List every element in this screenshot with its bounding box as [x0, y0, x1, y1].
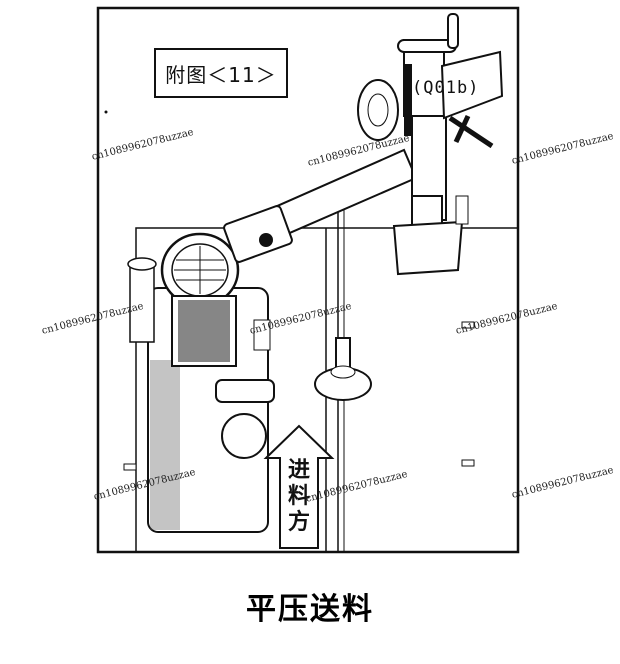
motor-bracket — [253, 319, 271, 351]
dot-mark — [104, 110, 108, 114]
column-sleeve — [440, 50, 504, 120]
motor-fins — [178, 300, 230, 362]
column-base — [392, 220, 464, 276]
hold-down-post — [335, 337, 351, 369]
motor-port — [221, 413, 267, 459]
arm-joint — [223, 205, 293, 263]
machine-table — [135, 227, 519, 553]
side-tab — [461, 459, 475, 467]
crank-knob — [447, 13, 459, 49]
direction-label-char: 进 — [287, 458, 310, 483]
feed-direction-arrow — [263, 424, 335, 549]
motor-body-shade — [150, 360, 180, 530]
part-label: (Q01b) — [412, 78, 480, 98]
figure-caption: 平压送料 — [246, 592, 374, 627]
direction-label-char: 料 — [287, 484, 310, 509]
direction-label-char: 方 — [287, 510, 310, 535]
hold-down-hub — [330, 365, 356, 379]
motor-plate — [215, 379, 275, 403]
side-tab — [123, 463, 137, 471]
column-neck — [411, 195, 443, 227]
roller-top — [127, 257, 157, 271]
side-tab — [461, 321, 475, 329]
column-rod — [404, 64, 412, 136]
t-handle — [448, 115, 494, 149]
pulley-inner — [367, 93, 389, 127]
roller-column — [129, 261, 155, 343]
column-clamp — [455, 195, 469, 225]
figure-label: 附图＜11＞ — [154, 48, 288, 98]
t-handle — [453, 114, 471, 144]
arm-knob — [259, 233, 273, 247]
